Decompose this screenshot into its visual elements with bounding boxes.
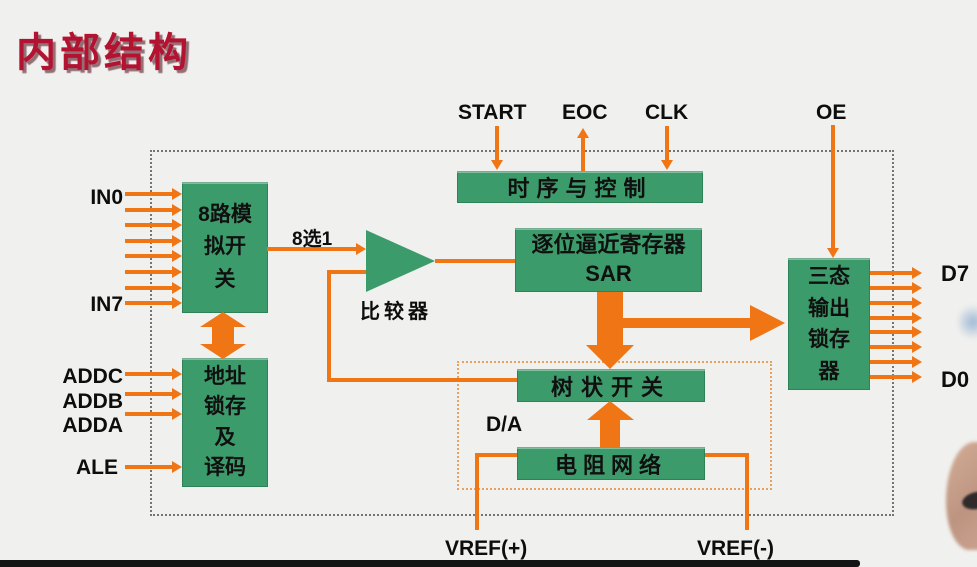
output-arrow <box>870 360 913 364</box>
oe-arrow <box>831 125 835 249</box>
pin-ale: ALE <box>76 456 118 479</box>
input-arrow <box>125 254 173 258</box>
eoc-arrow <box>581 137 585 171</box>
output-arrow <box>870 271 913 275</box>
ale-arrow <box>125 465 173 469</box>
start-arrow <box>495 126 499 161</box>
pin-d7: D7 <box>941 261 970 286</box>
output-arrow <box>870 375 913 379</box>
feedback-line-vertical <box>327 270 331 382</box>
block-timing-control: 时序与控制 <box>457 171 703 203</box>
addc-arrow <box>125 372 173 376</box>
pin-in0: IN0 <box>90 186 123 209</box>
vref-pos-line-v <box>475 453 479 530</box>
block-sar-register: 逐位逼近寄存器 SAR <box>515 228 702 292</box>
feedback-line-top <box>327 270 366 274</box>
input-arrow <box>125 208 173 212</box>
mux-to-comparator-line <box>267 247 357 251</box>
vref-pos-line-h <box>475 453 517 457</box>
pin-start: START <box>458 101 527 124</box>
feedback-line-bottom <box>327 378 517 382</box>
pin-vref-pos: VREF(+) <box>445 537 528 560</box>
input-arrow <box>125 223 173 227</box>
pin-clk: CLK <box>645 101 689 124</box>
adda-arrow <box>125 412 173 416</box>
block-resistor-network: 电阻网络 <box>517 447 705 480</box>
pin-addc: ADDC <box>62 365 123 388</box>
webcam-smudge <box>958 303 977 341</box>
pin-vref-neg: VREF(-) <box>697 537 774 560</box>
pin-oe: OE <box>816 101 847 124</box>
pin-addb: ADDB <box>62 390 123 413</box>
input-arrow <box>125 270 173 274</box>
input-arrow <box>125 286 173 290</box>
block-tristate-output-latch: 三态 输出 锁存 器 <box>788 258 870 390</box>
vref-neg-line-v <box>745 453 749 530</box>
page-title: 内部结构 <box>16 31 192 75</box>
input-arrow <box>125 301 173 305</box>
block-analog-mux: 8路模 拟开 关 <box>182 182 268 313</box>
pin-in7: IN7 <box>90 293 123 316</box>
pin-eoc: EOC <box>562 101 608 124</box>
output-arrow <box>870 301 913 305</box>
comparator-to-sar-line <box>435 259 515 263</box>
input-arrow <box>125 239 173 243</box>
pin-adda: ADDA <box>62 414 123 437</box>
output-arrow <box>870 316 913 320</box>
output-arrow <box>870 330 913 334</box>
pin-d0: D0 <box>941 367 970 392</box>
clk-arrow <box>665 126 669 161</box>
vref-neg-line-h <box>705 453 749 457</box>
bottom-black-bar <box>0 560 860 567</box>
addb-arrow <box>125 392 173 396</box>
output-arrow <box>870 286 913 290</box>
label-comparator: 比较器 <box>360 301 432 323</box>
input-arrow <box>125 192 173 196</box>
block-tree-switch: 树状开关 <box>517 369 705 402</box>
block-address-latch-decoder: 地址 锁存 及 译码 <box>182 358 268 487</box>
label-da: D/A <box>486 413 523 436</box>
output-arrow <box>870 345 913 349</box>
label-8-select-1: 8选1 <box>292 229 333 250</box>
